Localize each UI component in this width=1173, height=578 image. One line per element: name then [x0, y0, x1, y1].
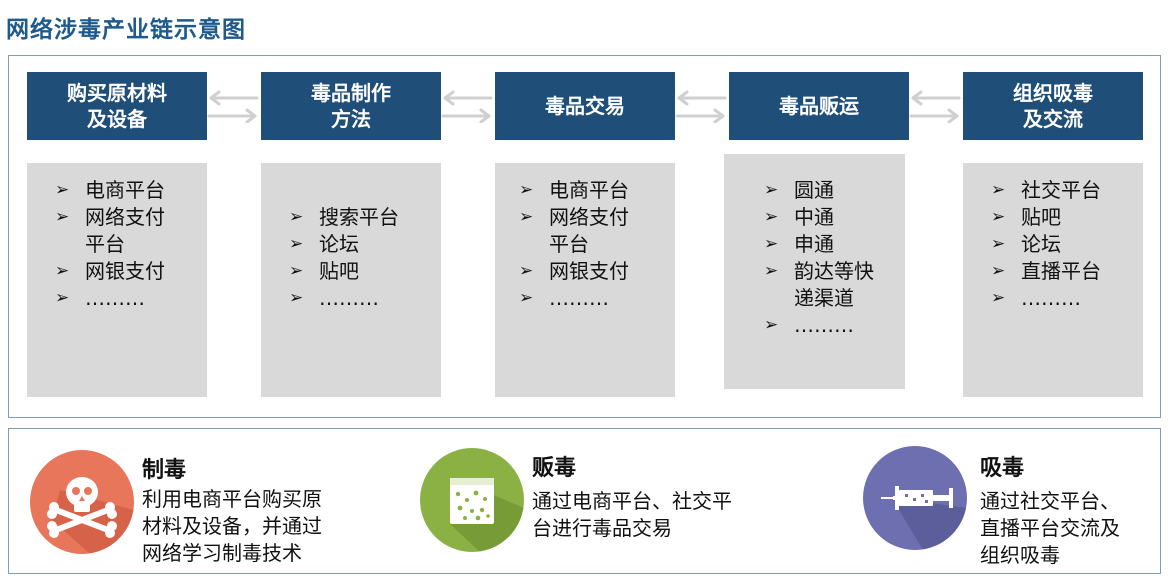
- syringe-icon: [863, 446, 967, 550]
- list-item: ➢论坛: [289, 232, 359, 256]
- arrow-bullet-icon: ➢: [764, 315, 779, 335]
- list-item: ➢电商平台: [55, 178, 165, 202]
- arrow-bullet-icon: ➢: [764, 207, 779, 227]
- stage-header-label: 毒品交易: [545, 94, 625, 118]
- list-item: ➢网银支付: [519, 259, 629, 283]
- arrow-bullet-icon: ➢: [764, 180, 779, 200]
- list-item: ➢网银支付: [55, 259, 165, 283]
- stage-header-use: 组织吸毒 及交流: [963, 72, 1143, 140]
- stage-header-label: 毒品贩运: [779, 94, 859, 118]
- list-item: ➢直播平台: [991, 259, 1101, 283]
- arrow-bullet-icon: ➢: [991, 234, 1006, 254]
- double-arrow-icon: [675, 90, 727, 123]
- summary-frame: [8, 428, 1161, 574]
- list-item: ➢网络支付 平台: [55, 205, 165, 256]
- stage-body-method: ➢搜索平台 ➢论坛 ➢贴吧 ➢………: [261, 163, 441, 397]
- list-item: ➢电商平台: [519, 178, 629, 202]
- stage-header-label: 购买原材料 及设备: [67, 81, 167, 131]
- stage-header-method: 毒品制作 方法: [261, 72, 441, 140]
- arrow-bullet-icon: ➢: [991, 288, 1006, 308]
- trafficking-title: 贩毒: [532, 456, 577, 481]
- arrow-bullet-icon: ➢: [55, 261, 70, 281]
- list-item: ➢中通: [764, 205, 834, 229]
- manufacture-description: 利用电商平台购买原 材料及设备，并通过 网络学习制毒技术: [142, 487, 322, 565]
- arrow-bullet-icon: ➢: [991, 180, 1006, 200]
- list-item: ➢网络支付 平台: [519, 205, 629, 256]
- stage-header-purchase: 购买原材料 及设备: [27, 72, 207, 140]
- arrow-bullet-icon: ➢: [289, 207, 304, 227]
- arrow-bullet-icon: ➢: [55, 288, 70, 308]
- arrow-bullet-icon: ➢: [519, 288, 534, 308]
- arrow-bullet-icon: ➢: [519, 180, 534, 200]
- chain-frame: [8, 55, 1161, 418]
- skull-crossbones-icon: [30, 450, 134, 554]
- arrow-bullet-icon: ➢: [519, 261, 534, 281]
- list-item: ➢圆通: [764, 178, 834, 202]
- arrow-bullet-icon: ➢: [519, 207, 534, 227]
- list-item: ➢………: [289, 286, 379, 310]
- list-item: ➢论坛: [991, 232, 1061, 256]
- arrow-bullet-icon: ➢: [991, 207, 1006, 227]
- arrow-bullet-icon: ➢: [289, 261, 304, 281]
- list-item: ➢贴吧: [991, 205, 1061, 229]
- double-arrow-icon: [207, 90, 259, 123]
- stage-header-transport: 毒品贩运: [729, 72, 909, 140]
- stage-header-label: 毒品制作 方法: [311, 81, 391, 131]
- stage-body-trade: ➢电商平台 ➢网络支付 平台 ➢网银支付 ➢………: [495, 163, 675, 397]
- list-item: ➢贴吧: [289, 259, 359, 283]
- drug-use-title: 吸毒: [980, 456, 1025, 481]
- arrow-bullet-icon: ➢: [764, 261, 779, 281]
- list-item: ➢申通: [764, 232, 834, 256]
- list-item: ➢………: [764, 313, 854, 337]
- page-title: 网络涉毒产业链示意图: [6, 17, 246, 43]
- list-item: ➢………: [55, 286, 145, 310]
- manufacture-title: 制毒: [142, 458, 187, 483]
- drug-bag-icon: [420, 448, 524, 552]
- double-arrow-icon: [909, 90, 961, 123]
- arrow-bullet-icon: ➢: [289, 288, 304, 308]
- arrow-bullet-icon: ➢: [55, 180, 70, 200]
- arrow-bullet-icon: ➢: [991, 261, 1006, 281]
- arrow-bullet-icon: ➢: [764, 234, 779, 254]
- list-item: ➢社交平台: [991, 178, 1101, 202]
- stage-body-use: ➢社交平台 ➢贴吧 ➢论坛 ➢直播平台 ➢………: [963, 163, 1143, 397]
- list-item: ➢………: [519, 286, 609, 310]
- stage-header-trade: 毒品交易: [495, 72, 675, 140]
- stage-header-label: 组织吸毒 及交流: [1013, 81, 1093, 131]
- stage-body-transport: ➢圆通 ➢中通 ➢申通 ➢韵达等快 递渠道 ➢………: [724, 154, 905, 389]
- list-item: ➢搜索平台: [289, 205, 399, 229]
- arrow-bullet-icon: ➢: [55, 207, 70, 227]
- trafficking-description: 通过电商平台、社交平 台进行毒品交易: [532, 489, 732, 540]
- drug-use-description: 通过社交平台、 直播平台交流及 组织吸毒: [980, 489, 1120, 567]
- double-arrow-icon: [441, 90, 493, 123]
- stage-body-purchase: ➢电商平台 ➢网络支付 平台 ➢网银支付 ➢………: [27, 163, 207, 397]
- arrow-bullet-icon: ➢: [289, 234, 304, 254]
- list-item: ➢韵达等快 递渠道: [764, 259, 874, 310]
- list-item: ➢………: [991, 286, 1081, 310]
